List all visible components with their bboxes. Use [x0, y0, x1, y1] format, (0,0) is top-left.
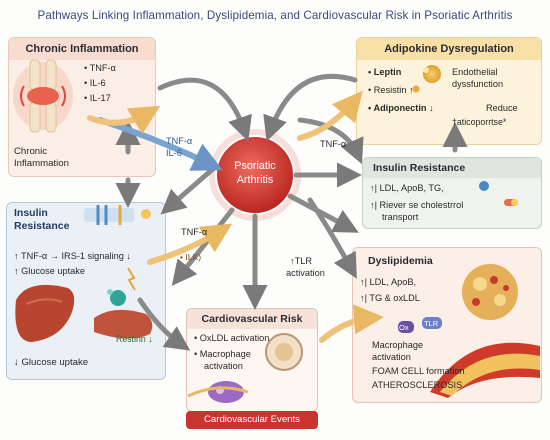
dyslipidemia-macrophage: Macrophage	[372, 340, 424, 350]
adipokine-reduce: Reduce	[486, 103, 518, 113]
insulin-left-header-2: Resistance	[14, 220, 70, 232]
arrow-inflammation-to-center	[157, 77, 252, 142]
psoriatic-arthritis-node	[209, 129, 301, 221]
inflammation-bullet-tnf: • TNF-α	[84, 63, 116, 73]
arrow-tlr	[307, 197, 357, 279]
cardiovascular-risk-panel: Cardiovascular Risk	[186, 308, 318, 412]
inflamed-joint-icon	[13, 59, 73, 133]
insulin-left-bottom: ↓ Glucose uptake	[14, 357, 89, 368]
adipokine-resistin: • Resistin ↑	[368, 85, 414, 95]
center-line2: Arthritis	[236, 174, 274, 186]
insulin-left-line2: ↑ Glucose uptake	[14, 266, 85, 276]
macrophage-icon	[208, 381, 244, 403]
adipokine-dysfunction: dyssfunction	[452, 79, 504, 89]
arrow-orange-inflammation	[87, 105, 161, 135]
label-tnf-a-right: TNF-α	[320, 139, 347, 149]
dyslipidemia-line2: ↑| TG & oxLDL	[360, 293, 420, 303]
insulin-left-line1: ↑ TNF-α → IRS-1 signaling ↓	[14, 251, 131, 261]
insulin-resistance-right-panel: Insulin Resistance	[362, 157, 542, 229]
artery-plaque-icon	[430, 342, 540, 398]
molecule-icon	[479, 181, 489, 191]
arrow-orange-adipokine	[297, 90, 363, 141]
arrow-tnf-il6	[97, 117, 223, 171]
dyslipidemia-tag-tlr: TLR	[424, 319, 439, 328]
center-line1: Psoriatic	[234, 160, 276, 172]
cardio-header: Cardiovascular Risk	[187, 309, 317, 329]
cardio-b2b: activation	[204, 361, 243, 371]
plaque-streak-icon	[187, 386, 249, 398]
label-tnf-a-1: TNF-α	[166, 136, 193, 146]
adipocyte-icon	[423, 65, 441, 83]
insulin-molecule-icon	[107, 289, 126, 306]
arrow-center-to-left	[160, 165, 217, 215]
tlr-tag-icon	[422, 317, 442, 329]
arrow-adipokine-to-insulin	[297, 117, 364, 165]
insulin-left-header-1: Insulin	[14, 207, 48, 219]
diagram-title: Pathways Linking Inflammation, Dyslipide…	[37, 9, 513, 22]
label-ilk: • ILK)	[180, 252, 202, 262]
cardio-b2a: • Macrophage	[194, 349, 251, 359]
droplet-icon	[412, 85, 420, 93]
inflammation-bullet-il6: • IL-6	[84, 78, 106, 88]
arrow-orange-cardio-dyslipidemia	[319, 304, 384, 343]
label-tnf-a-left: TNF-α	[181, 227, 208, 237]
label-tlr-2: activation	[286, 268, 325, 278]
dyslipidemia-athero: ATHEROSCLEROSIS	[372, 380, 463, 390]
chronic-inflammation-header: Chronic Inflammation	[9, 38, 155, 60]
liver-icon	[15, 284, 75, 342]
fat-tissue-icon	[94, 309, 153, 339]
dyslipidemia-tag-ox: Ox	[399, 323, 409, 332]
ox-ldl-tag-icon	[398, 321, 414, 333]
adipokine-adiponectin: • Adiponectin ↓	[368, 103, 434, 113]
cardio-b1: • OxLDL activation	[194, 333, 270, 343]
insulin-receptor-icon	[84, 205, 151, 225]
arrow-insulin-to-cardio	[137, 297, 191, 351]
insulin-right-line1: ↑| LDL, ApoB, TG,	[370, 183, 444, 193]
inflammation-bullet-il17: • IL-17	[84, 93, 111, 103]
adipokine-leptin: • Leptin	[368, 67, 402, 77]
insulin-right-line2a: ↑| Riever se cholestrrol	[370, 200, 464, 210]
arrow-center-to-insulin-left	[171, 207, 235, 286]
label-il6: IL-6	[166, 148, 182, 158]
cardio-events-banner: Cardiovascular Events	[186, 411, 318, 429]
label-tlr-1: ↑TLR	[290, 256, 312, 266]
insulin-right-header: Insulin Resistance	[363, 158, 541, 178]
chronic-caption-2: Inflammation	[14, 158, 69, 169]
vessel-cross-section-icon	[265, 333, 303, 371]
signal-bolt-icon	[127, 267, 136, 291]
dyslipidemia-activation: activation	[372, 352, 411, 362]
foam-cell-icon	[462, 264, 518, 320]
adipokine-aticop: †aticoporrtse*	[452, 117, 507, 127]
chronic-caption-1: Chronic	[14, 146, 48, 157]
adipokine-header: Adipokine Dysregulation	[357, 38, 541, 60]
dyslipidemia-line1: ↑| LDL, ApoB,	[360, 277, 417, 287]
arrow-orange-ilk	[147, 223, 233, 265]
adipokine-endothelial: Endothelial	[452, 67, 498, 77]
insulin-right-line2b: transport	[382, 212, 419, 222]
insulin-left-restinn: Restinn ↓	[116, 334, 153, 344]
dyslipidemia-foam: FOAM CELL formation	[372, 366, 465, 376]
capsule-icon	[504, 199, 518, 206]
dyslipidemia-header: Dyslipidemia	[368, 255, 433, 267]
arrow-adipokine-to-center	[263, 73, 358, 142]
